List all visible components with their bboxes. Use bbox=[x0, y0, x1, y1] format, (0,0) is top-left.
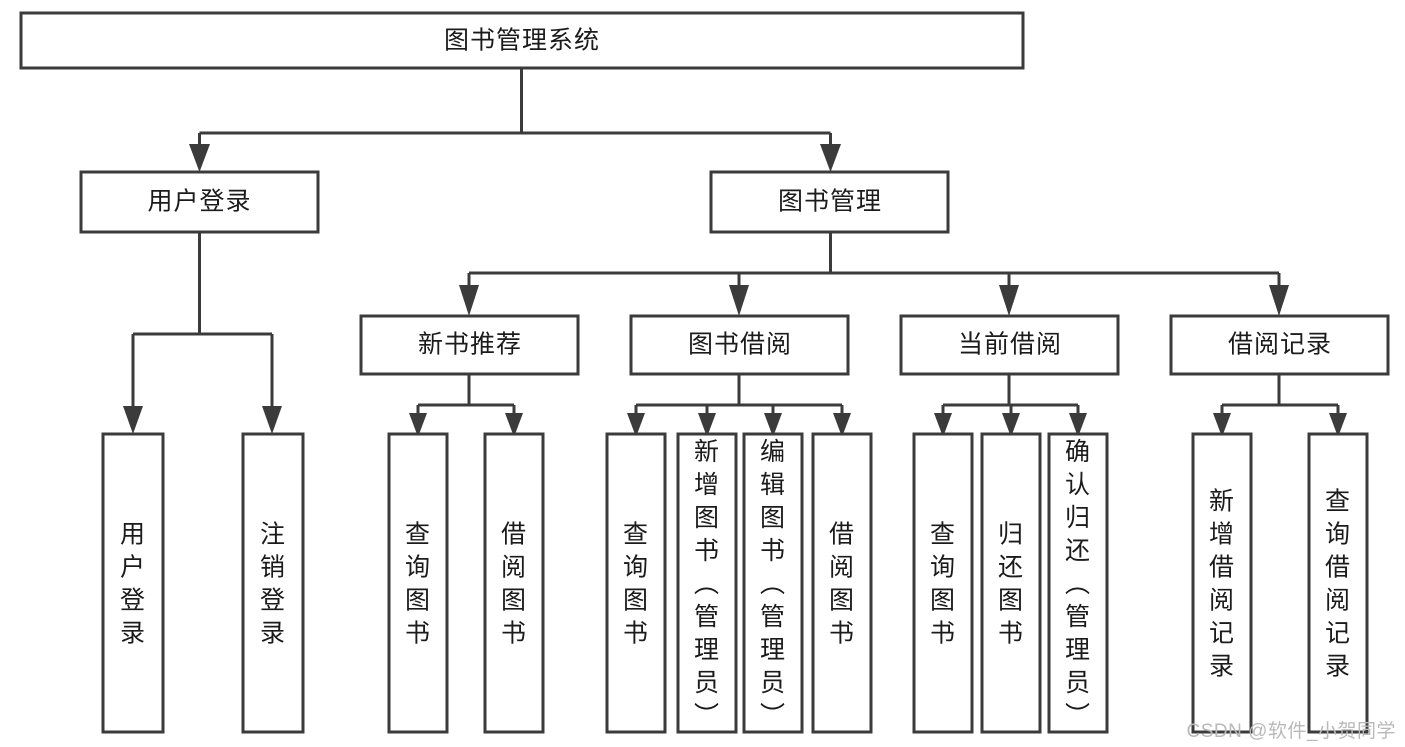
node-book-manage[interactable]: 图书管理 bbox=[709, 170, 950, 234]
node-book-manage-box[interactable] bbox=[709, 170, 950, 234]
node-book-borrow-box[interactable] bbox=[629, 314, 850, 376]
node-current-borrow-box[interactable] bbox=[899, 314, 1120, 376]
arrowhead-icon bbox=[409, 413, 427, 437]
node-user-login[interactable]: 用户登录 bbox=[79, 170, 320, 234]
arrowhead-icon bbox=[729, 285, 749, 316]
leaf-add-book-label: 新增图书︵管理员︶ bbox=[694, 438, 720, 730]
leaf-node-logout[interactable]: 注销登录 bbox=[241, 432, 305, 734]
leaf-logout-label: 注销登录 bbox=[260, 521, 286, 648]
leaf-node-query-borrow-record[interactable]: 查询借阅记录 bbox=[1307, 432, 1369, 734]
leaf-query-borrow-record-box[interactable] bbox=[1307, 432, 1369, 734]
node-borrow-record[interactable]: 借阅记录 bbox=[1169, 314, 1390, 376]
arrowhead-icon bbox=[820, 144, 841, 172]
leaf-borrow-book-1-box[interactable] bbox=[483, 432, 545, 734]
leaf-query-book-3-label: 查询图书 bbox=[930, 521, 956, 648]
leaf-return-book-box[interactable] bbox=[980, 432, 1042, 734]
leaf-add-borrow-record-label: 新增借阅记录 bbox=[1209, 488, 1235, 681]
leaf-node-edit-book[interactable]: 编辑图书︵管理员︶ bbox=[742, 432, 804, 734]
leaf-borrow-book-1-label: 借阅图书 bbox=[501, 521, 527, 648]
node-book-borrow-label: 图书借阅 bbox=[688, 331, 792, 359]
leaf-query-book-3-box[interactable] bbox=[912, 432, 974, 734]
arrowhead-icon bbox=[262, 406, 282, 434]
leaf-add-borrow-record-box[interactable] bbox=[1191, 432, 1253, 734]
leaf-edit-book-label: 编辑图书︵管理员︶ bbox=[760, 438, 786, 730]
arrowhead-icon bbox=[459, 285, 479, 316]
leaf-node-query-book-1[interactable]: 查询图书 bbox=[387, 432, 449, 734]
arrowhead-icon bbox=[999, 285, 1019, 316]
leaf-node-query-book-2[interactable]: 查询图书 bbox=[605, 432, 667, 734]
arrowhead-icon bbox=[1069, 413, 1087, 437]
arrowhead-icon bbox=[1329, 413, 1347, 437]
arrowhead-icon bbox=[934, 413, 952, 437]
leaf-node-add-book[interactable]: 新增图书︵管理员︶ bbox=[676, 432, 738, 734]
arrowhead-icon bbox=[833, 413, 851, 437]
arrowhead-layer bbox=[123, 144, 1347, 437]
leaf-borrow-book-2-box[interactable] bbox=[811, 432, 873, 734]
leaf-query-borrow-record-label: 查询借阅记录 bbox=[1325, 488, 1351, 681]
leaf-query-book-1-label: 查询图书 bbox=[405, 521, 431, 648]
leaf-return-book-label: 归还图书 bbox=[998, 521, 1024, 648]
node-borrow-record-label: 借阅记录 bbox=[1228, 331, 1332, 359]
leaf-user-login-label: 用户登录 bbox=[120, 521, 146, 648]
arrowhead-icon bbox=[1002, 413, 1020, 437]
node-borrow-record-box[interactable] bbox=[1169, 314, 1390, 376]
leaf-borrow-book-2-label: 借阅图书 bbox=[829, 521, 855, 648]
node-user-login-box[interactable] bbox=[79, 170, 320, 234]
arrowhead-icon bbox=[189, 144, 210, 172]
leaf-node-borrow-book-1[interactable]: 借阅图书 bbox=[483, 432, 545, 734]
leaf-user-login-box[interactable] bbox=[101, 432, 165, 734]
leaf-node-confirm-return[interactable]: 确认归还︵管理员︶ bbox=[1047, 432, 1109, 734]
arrowhead-icon bbox=[1269, 285, 1289, 316]
leaf-query-book-1-box[interactable] bbox=[387, 432, 449, 734]
arrowhead-icon bbox=[505, 413, 523, 437]
leaf-logout-box[interactable] bbox=[241, 432, 305, 734]
arrowhead-icon bbox=[1213, 413, 1231, 437]
node-root-box[interactable] bbox=[19, 11, 1025, 70]
node-new-book-recommend[interactable]: 新书推荐 bbox=[359, 314, 580, 376]
node-root-system[interactable]: 图书管理系统 bbox=[19, 11, 1025, 70]
node-new-book-recommend-label: 新书推荐 bbox=[418, 331, 522, 359]
node-new-book-recommend-box[interactable] bbox=[359, 314, 580, 376]
leaf-node-return-book[interactable]: 归还图书 bbox=[980, 432, 1042, 734]
leaf-node-query-book-3[interactable]: 查询图书 bbox=[912, 432, 974, 734]
leaf-query-book-2-box[interactable] bbox=[605, 432, 667, 734]
leaf-query-book-2-label: 查询图书 bbox=[623, 521, 649, 648]
leaf-edit-book-box[interactable] bbox=[742, 432, 804, 734]
node-book-manage-label: 图书管理 bbox=[778, 188, 882, 216]
leaf-node-user-login[interactable]: 用户登录 bbox=[101, 432, 165, 734]
leaf-node-borrow-book-2[interactable]: 借阅图书 bbox=[811, 432, 873, 734]
arrowhead-icon bbox=[627, 413, 645, 437]
leaf-confirm-return-label: 确认归还︵管理员︶ bbox=[1065, 438, 1091, 730]
node-current-borrow[interactable]: 当前借阅 bbox=[899, 314, 1120, 376]
node-root-label: 图书管理系统 bbox=[444, 27, 600, 55]
leaf-node-add-borrow-record[interactable]: 新增借阅记录 bbox=[1191, 432, 1253, 734]
arrowhead-icon bbox=[123, 406, 143, 434]
arrowhead-icon bbox=[698, 413, 716, 437]
node-current-borrow-label: 当前借阅 bbox=[958, 331, 1062, 359]
leaf-add-book-box[interactable] bbox=[676, 432, 738, 734]
node-book-borrow[interactable]: 图书借阅 bbox=[629, 314, 850, 376]
leaf-confirm-return-box[interactable] bbox=[1047, 432, 1109, 734]
node-user-login-label: 用户登录 bbox=[147, 188, 251, 216]
arrowhead-icon bbox=[764, 413, 782, 437]
csdn-watermark: CSDN @软件_小贺同学 bbox=[1186, 721, 1396, 742]
